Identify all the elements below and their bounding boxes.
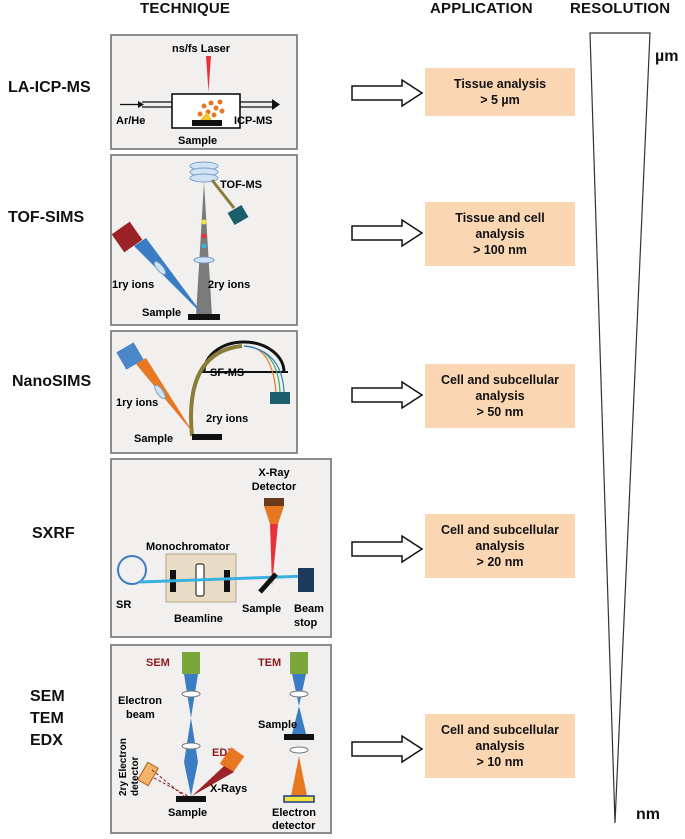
label-xray-2: Detector <box>252 481 297 493</box>
resolution-top-unit: µm <box>655 48 679 65</box>
label-sr: SR <box>116 599 131 611</box>
arrow-tof-sims <box>351 218 424 248</box>
edx-detector <box>219 747 245 773</box>
label-monochromator: Monochromator <box>146 541 230 553</box>
label-primary-ions: 1ry ions <box>116 397 158 409</box>
label-electron-2: beam <box>126 709 155 721</box>
header-technique: TECHNIQUE <box>140 0 231 17</box>
label-laser: ns/fs Laser <box>172 43 231 55</box>
electron-detector <box>283 795 315 803</box>
label-sample: Sample <box>168 807 207 819</box>
primary-ion-source <box>112 221 143 253</box>
technique-name-la-icp-ms: LA-ICP-MS <box>8 79 91 96</box>
primary-ion-beam <box>134 238 204 316</box>
label-secondary-detector-2: detector <box>130 756 141 796</box>
label-sample: Sample <box>178 135 217 147</box>
panel-tof-sims: TOF-MS 1ry ions 2ry ions Sample <box>110 154 298 326</box>
label-sf-ms: SF-MS <box>210 367 244 379</box>
label-tof-ms: TOF-MS <box>220 179 262 191</box>
label-secondary-ions: 2ry ions <box>208 279 250 291</box>
application-nanosims: Cell and subcellular analysis > 50 nm <box>425 364 575 428</box>
secondary-electron-detector <box>137 761 159 787</box>
technique-name-tof-sims: TOF-SIMS <box>8 209 85 226</box>
application-la-icp-ms: Tissue analysis > 5 µm <box>425 68 575 116</box>
panel-sem-tem-edx: SEM Electron beam EDX X-Rays 2ry Electro… <box>110 644 332 834</box>
sample-block <box>192 434 222 440</box>
label-tem-sample: Sample <box>258 719 297 731</box>
primary-ion-source <box>116 342 144 370</box>
label-edet-1: Electron <box>272 807 316 819</box>
secondary-ion-path <box>189 344 243 437</box>
arrow-la-icp-ms <box>351 78 424 108</box>
label-sample: Sample <box>242 603 281 615</box>
label-secondary-detector-1: 2ry Electron <box>118 738 129 796</box>
header-application: APPLICATION <box>430 0 533 17</box>
label-secondary-ions: 2ry ions <box>206 413 248 425</box>
label-edet-2: detector <box>272 820 316 832</box>
header-resolution: RESOLUTION <box>570 0 671 17</box>
technique-name-sxrf: SXRF <box>32 525 75 542</box>
laser-beam <box>206 56 211 92</box>
application-sxrf: Cell and subcellular analysis > 20 nm <box>425 514 575 578</box>
tof-detector <box>227 204 249 226</box>
panel-nanosims: SF-MS 1ry ions 2ry ions Sample <box>110 330 298 454</box>
label-carrier: Ar/He <box>116 115 145 127</box>
panel-la-icp-ms: ns/fs Laser Ar/He ICP-MS Sample <box>110 34 298 150</box>
label-icp-ms: ICP-MS <box>234 115 273 127</box>
fluorescence-beam <box>270 524 278 586</box>
technique-name-sem-tem-edx: SEM TEM EDX <box>30 688 65 749</box>
sample-block <box>192 120 222 126</box>
resolution-bottom-unit: nm <box>636 806 660 823</box>
resolution-wedge <box>589 32 651 824</box>
sample-block <box>258 572 278 594</box>
arrow-sem-tem-edx <box>351 734 424 764</box>
sf-ms-detector <box>270 392 290 404</box>
arrow-sxrf <box>351 534 424 564</box>
label-beam-2: stop <box>294 617 318 629</box>
label-sem: SEM <box>146 657 170 669</box>
label-primary-ions: 1ry ions <box>112 279 154 291</box>
label-sample: Sample <box>134 433 173 445</box>
secondary-ion-column <box>196 182 212 316</box>
arrow-nanosims <box>351 380 424 410</box>
xray-detector <box>264 506 284 524</box>
panel-sxrf: X-Ray Detector Monochromator SR Beamline… <box>110 458 332 638</box>
label-xray-1: X-Ray <box>258 467 290 479</box>
technique-name-nanosims: NanoSIMS <box>12 373 92 390</box>
tem-gun <box>290 652 308 674</box>
beam-stop <box>298 568 314 592</box>
label-beam-1: Beam <box>294 603 324 615</box>
synchrotron-beam <box>139 574 309 584</box>
label-tem: TEM <box>258 657 281 669</box>
sample-block <box>188 314 220 320</box>
label-electron-1: Electron <box>118 695 162 707</box>
label-xrays: X-Rays <box>210 783 247 795</box>
sample-block <box>176 796 206 802</box>
sem-gun <box>182 652 200 674</box>
tof-ion-optics <box>189 161 219 183</box>
application-tof-sims: Tissue and cell analysis > 100 nm <box>425 202 575 266</box>
synchrotron-ring <box>117 555 147 585</box>
label-beamline: Beamline <box>174 613 223 625</box>
application-sem-tem-edx: Cell and subcellular analysis > 10 nm <box>425 714 575 778</box>
label-sample: Sample <box>142 307 181 319</box>
